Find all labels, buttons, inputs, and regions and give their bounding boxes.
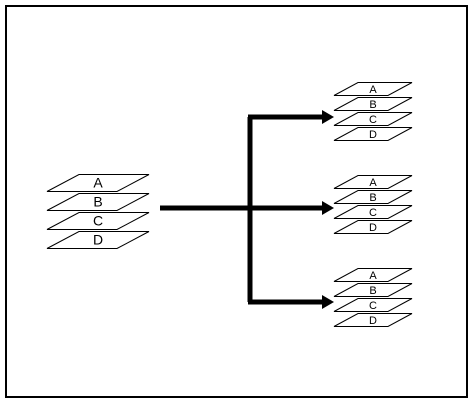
arrowhead-middle <box>322 201 334 215</box>
arrowhead-bottom <box>322 295 334 309</box>
sheet-label-a: A <box>369 270 377 282</box>
sheet-label-c: C <box>369 207 377 219</box>
sheet-c <box>333 205 413 219</box>
sheet-label-c: C <box>93 213 103 229</box>
sheet-b <box>46 193 150 211</box>
sheet-c <box>46 212 150 230</box>
sheet-b <box>333 190 413 204</box>
sheet-label-d: D <box>93 232 103 248</box>
sheet-d <box>46 231 150 249</box>
sheet-c <box>333 112 413 126</box>
sheet-label-d: D <box>369 222 377 234</box>
sheet-b <box>333 97 413 111</box>
sheet-label-b: B <box>93 194 102 210</box>
sheet-a <box>46 174 150 192</box>
sheet-d <box>333 127 413 141</box>
sheet-d <box>333 220 413 234</box>
sheet-a <box>333 268 413 282</box>
sheet-label-a: A <box>93 175 103 191</box>
sheet-label-a: A <box>369 177 377 189</box>
sheet-c <box>333 298 413 312</box>
sheet-label-b: B <box>369 192 376 204</box>
sheet-a <box>333 82 413 96</box>
sheet-label-c: C <box>369 114 377 126</box>
sheet-label-a: A <box>369 84 377 96</box>
sheet-b <box>333 283 413 297</box>
arrowhead-top <box>322 110 334 124</box>
sheet-label-c: C <box>369 300 377 312</box>
sheet-label-b: B <box>369 285 376 297</box>
sheet-label-b: B <box>369 99 376 111</box>
sheet-label-d: D <box>369 315 377 327</box>
sheet-d <box>333 313 413 327</box>
connector-lines <box>160 110 334 309</box>
sheet-label-d: D <box>369 129 377 141</box>
sheet-a <box>333 175 413 189</box>
